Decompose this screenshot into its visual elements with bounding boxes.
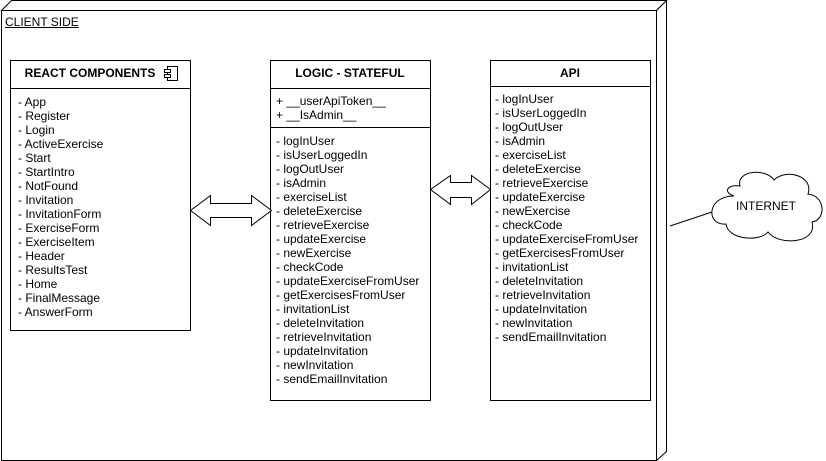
react-components-box — [10, 60, 191, 331]
component-item: - App — [18, 95, 47, 109]
client-side-label: CLIENT SIDE — [5, 15, 79, 29]
method-item: - checkCode — [276, 260, 344, 274]
api-method-item: - updateInvitation — [495, 302, 588, 316]
component-item: - AnswerForm — [18, 305, 93, 319]
logic-title: LOGIC - STATEFUL — [295, 66, 405, 80]
logic-api-double-arrow — [429, 174, 492, 206]
method-item: - retrieveInvitation — [276, 330, 372, 344]
api-method-item: - deleteInvitation — [495, 274, 584, 288]
component-item: - Home — [18, 277, 58, 291]
api-box — [490, 60, 651, 401]
component-item: - FinalMessage — [18, 291, 101, 305]
api-method-item: - newExercise — [495, 204, 571, 218]
component-item: - StartIntro — [18, 165, 75, 179]
api-method-item: - checkCode — [495, 218, 563, 232]
component-item: - ResultsTest — [18, 263, 88, 277]
method-item: - updateInvitation — [276, 344, 369, 358]
attribute-item: + __IsAdmin__ — [276, 108, 357, 122]
react-components-list: - App - Register - Login - ActiveExercis… — [18, 95, 103, 319]
method-item: - newInvitation — [276, 358, 354, 372]
method-item: - isUserLoggedIn — [276, 148, 368, 162]
method-item: - isAdmin — [276, 176, 327, 190]
component-item: - Invitation — [18, 193, 74, 207]
component-item: - Start — [18, 151, 51, 165]
method-item: - newExercise — [276, 246, 352, 260]
internet-cloud — [711, 171, 823, 242]
api-method-item: - retrieveInvitation — [495, 288, 591, 302]
api-method-item: - updateExerciseFromUser — [495, 232, 639, 246]
method-item: - deleteExercise — [276, 204, 363, 218]
api-method-item: - isUserLoggedIn — [495, 106, 587, 120]
api-title: API — [559, 66, 580, 80]
component-item: - InvitationForm — [18, 207, 102, 221]
component-icon — [164, 66, 178, 81]
component-item: - ExerciseItem — [18, 235, 95, 249]
api-method-item: - exerciseList — [495, 148, 566, 162]
api-methods: - logInUser - isUserLoggedIn - logOutUse… — [495, 92, 638, 344]
api-method-item: - retrieveExercise — [495, 176, 589, 190]
api-method-item: - invitationList — [495, 260, 569, 274]
component-item: - ExerciseForm — [18, 221, 100, 235]
attribute-item: + __userApiToken__ — [276, 94, 386, 108]
api-method-item: - logInUser — [495, 92, 554, 106]
method-item: - getExercisesFromUser — [276, 288, 406, 302]
component-item: - Login — [18, 123, 55, 137]
component-item: - Register — [18, 109, 71, 123]
api-method-item: - updateExercise — [495, 190, 586, 204]
api-method-item: - getExercisesFromUser — [495, 246, 625, 260]
api-method-item: - isAdmin — [495, 134, 546, 148]
method-item: - logInUser — [276, 134, 335, 148]
component-item: - ActiveExercise — [18, 137, 104, 151]
react-components-title: REACT COMPONENTS — [24, 66, 156, 80]
logic-attributes: + __userApiToken__ + __IsAdmin__ — [276, 94, 386, 122]
react-logic-double-arrow — [189, 194, 273, 227]
api-method-item: - newInvitation — [495, 316, 573, 330]
api-method-item: - logOutUser — [495, 120, 564, 134]
component-item: - Header — [18, 249, 65, 263]
method-item: - updateExerciseFromUser — [276, 274, 420, 288]
method-item: - sendEmailInvitation — [276, 372, 388, 386]
method-item: - logOutUser — [276, 162, 345, 176]
logic-box — [270, 60, 431, 401]
api-method-item: - deleteExercise — [495, 162, 582, 176]
method-item: - invitationList — [276, 302, 350, 316]
method-item: - retrieveExercise — [276, 218, 370, 232]
component-item: - NotFound — [18, 179, 79, 193]
api-method-item: - sendEmailInvitation — [495, 330, 607, 344]
method-item: - deleteInvitation — [276, 316, 365, 330]
internet-label: INTERNET — [736, 199, 796, 213]
logic-methods: - logInUser - isUserLoggedIn - logOutUse… — [276, 134, 419, 386]
method-item: - exerciseList — [276, 190, 347, 204]
method-item: - updateExercise — [276, 232, 367, 246]
